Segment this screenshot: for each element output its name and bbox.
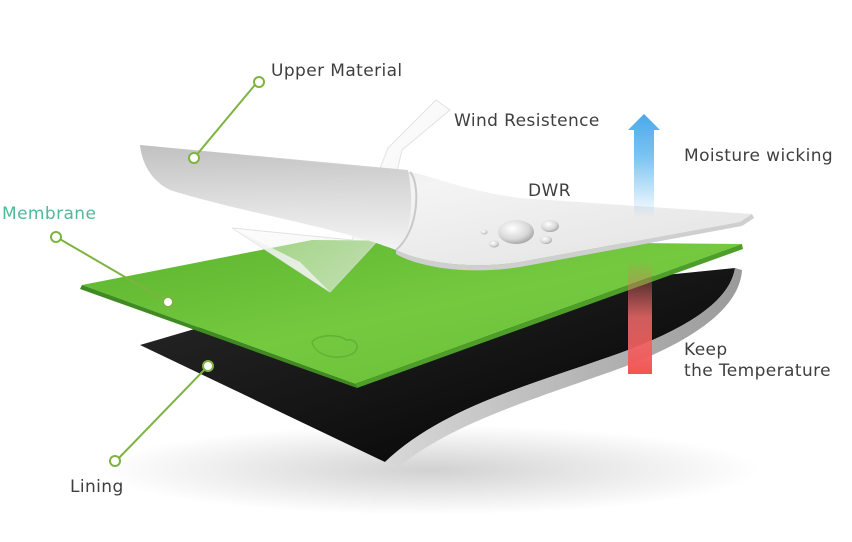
- water-droplets: [480, 220, 559, 248]
- upper-material-label: Upper Material: [271, 61, 403, 81]
- moisture-wicking-arrow: [628, 114, 660, 218]
- upper-material-layer: [140, 145, 754, 271]
- lining-label: Lining: [70, 477, 124, 497]
- moisture-wicking-label: Moisture wicking: [684, 146, 834, 166]
- lining-end-dot: [109, 455, 121, 467]
- keep-temperature-label-line2: the Temperature: [684, 361, 831, 381]
- upper-material-end-dot: [253, 76, 265, 88]
- membrane-end-dot: [50, 231, 62, 243]
- upper-material-dot: [188, 152, 200, 164]
- leader-dots: [50, 76, 265, 467]
- stack-shadow: [100, 425, 760, 515]
- membrane-label: Membrane: [2, 204, 97, 224]
- lining-dot: [202, 360, 214, 372]
- temperature-arrow: [628, 260, 652, 374]
- keep-temperature-label-line1: Keep: [684, 340, 728, 360]
- dwr-label: DWR: [528, 181, 571, 201]
- lining-leader: [115, 365, 209, 462]
- wind-resistance-label: Wind Resistence: [454, 111, 600, 131]
- upper-material-leader: [193, 81, 259, 159]
- membrane-dot: [162, 296, 174, 308]
- membrane-leader: [57, 237, 169, 303]
